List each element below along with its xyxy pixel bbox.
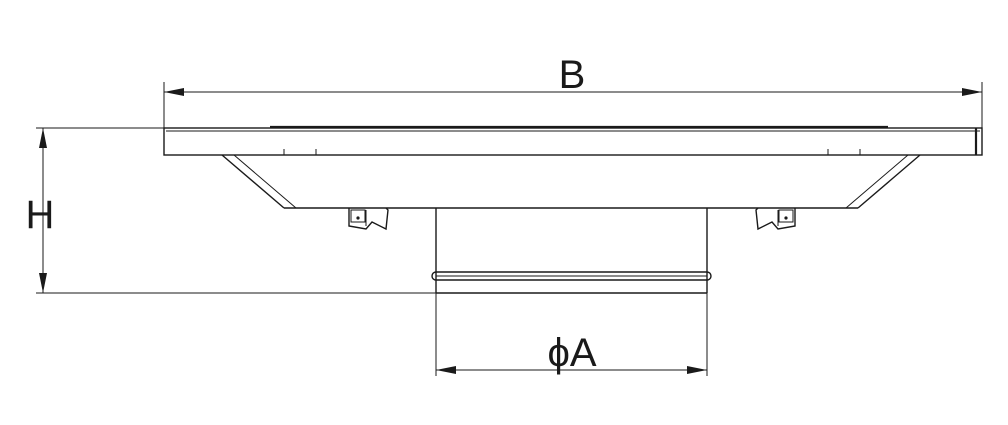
clip-right	[755, 207, 796, 231]
body-taper-right-inner	[845, 154, 909, 209]
flange-plate	[163, 127, 983, 156]
part-outline	[163, 125, 983, 294]
body-taper-right-outer	[857, 154, 921, 209]
clip-left-outline	[348, 207, 389, 231]
dimension-label-b: B	[559, 53, 586, 97]
arrowhead-a-left	[436, 366, 456, 374]
arrowhead-a-right	[687, 366, 707, 374]
dimension-label-a: ϕA	[547, 331, 596, 375]
arrowhead-b-left	[164, 88, 184, 96]
body-taper-left-inner	[233, 154, 297, 209]
clip-right-outline	[755, 207, 796, 231]
dimension-a: ϕA	[435, 293, 708, 376]
arrowhead-h-bottom	[39, 273, 47, 293]
dimension-b: B	[163, 53, 983, 130]
dimension-label-h: H	[26, 193, 55, 237]
dimension-h: H	[26, 127, 436, 294]
clip-left-slot	[350, 209, 366, 223]
arrowhead-b-right	[962, 88, 982, 96]
pipe-bead-ring	[431, 271, 712, 281]
clip-right-slot	[778, 209, 794, 223]
body-taper-left-outer	[221, 154, 285, 209]
clip-left-screw	[356, 216, 360, 220]
clip-left	[348, 207, 389, 231]
clip-right-screw	[784, 216, 788, 220]
arrowhead-h-top	[39, 128, 47, 148]
